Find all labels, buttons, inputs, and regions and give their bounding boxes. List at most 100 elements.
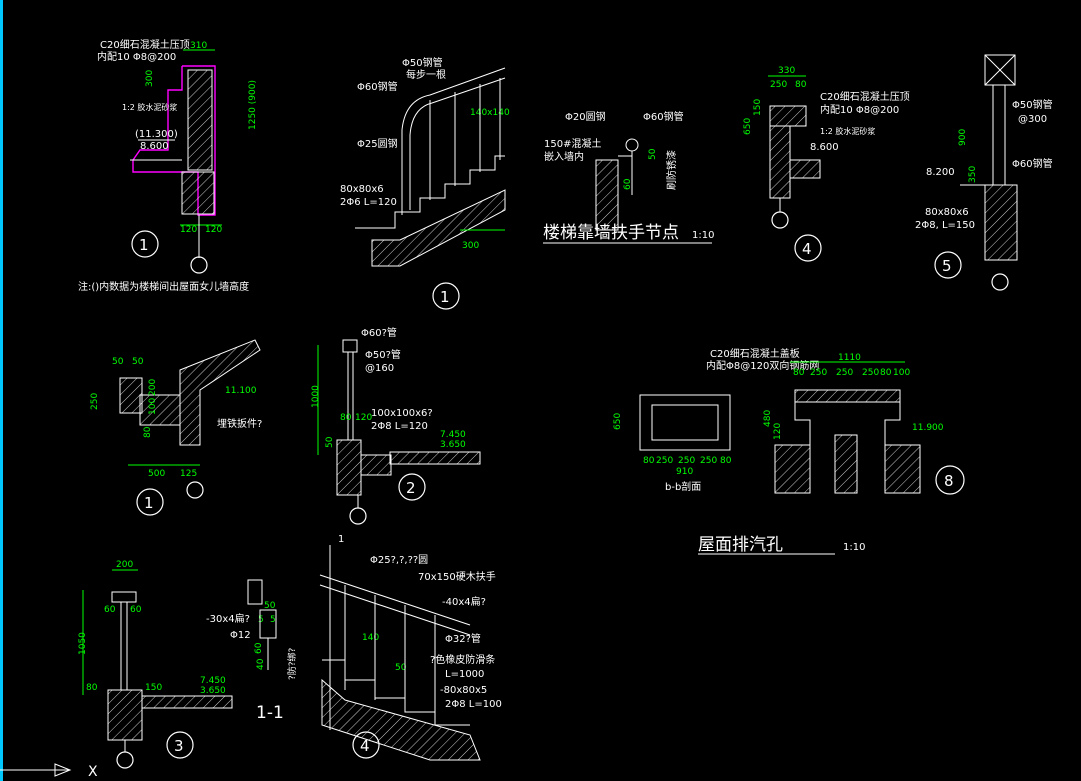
d5-spacing: @300	[1018, 114, 1047, 125]
d1-material: C20细石混凝土压顶	[100, 38, 190, 51]
d5-dim-v2: 350	[968, 166, 978, 183]
detail-parapet-coping: 310 C20细石混凝土压顶 内配10 Φ8@200 300 1250 (900…	[78, 38, 258, 293]
svg-text:250: 250	[700, 456, 717, 466]
svg-text:250: 250	[836, 368, 853, 378]
d6-number: 1	[144, 494, 154, 512]
svg-text:80: 80	[880, 368, 892, 378]
d6-number-bubble	[136, 488, 164, 516]
d4-dim-top: 330	[778, 66, 795, 76]
d1-rebar: 内配10 Φ8@200	[97, 50, 176, 63]
d4-dim-b: 80	[795, 80, 807, 90]
detail-roof-vent: C20细石混凝土盖板 内配Φ8@120双向钢筋网 1110 80 250 250…	[613, 347, 965, 555]
d8-number-bubble	[935, 465, 965, 495]
d6-50b: 50	[132, 357, 144, 367]
d9-150: 150	[145, 683, 162, 693]
detail-stair-4: 1 Φ25?,?,??圆 70x150硬木扶手 -40x4扁? Φ32?管 ?色…	[319, 534, 502, 761]
detail-railing-5: Φ50钢管 @300 Φ60钢管 900 350 8.200 80x80x6 2…	[915, 54, 1053, 291]
d11-axis-mark: 1	[338, 534, 344, 545]
d9-80: 80	[86, 683, 98, 693]
d2-number-bubble	[432, 282, 460, 310]
d7-number: 2	[406, 479, 416, 497]
d7-80: 80	[340, 413, 352, 423]
d10-flat: -30x4扁?	[206, 612, 250, 625]
d11-wood: 70x150硬木扶手	[418, 570, 496, 583]
d9-60a: 60	[104, 605, 116, 615]
detail-coping-4: 330 250 80 C20细石混凝土压顶 内配10 Φ8@200 1:2 胶水…	[743, 66, 910, 262]
svg-text:80: 80	[793, 368, 805, 378]
viewport-left-edge	[0, 0, 3, 781]
d2-plate: 80x80x6	[340, 184, 384, 195]
d3-title: 楼梯靠墙扶手节点	[543, 223, 679, 243]
d5-anchor: 2Φ8, L=150	[915, 220, 975, 231]
d8-top: C20细石混凝土盖板	[710, 347, 800, 360]
d7-120: 120	[355, 413, 372, 423]
d5-pipe1: Φ50钢管	[1012, 98, 1053, 111]
d11-paint: ?色橡皮防滑条	[430, 653, 495, 666]
d3-dim1: 50	[648, 148, 658, 160]
d7-plate: 100x100x6?	[371, 408, 433, 419]
d2-pipe2: Φ60钢管	[357, 80, 398, 93]
d4-dim-v1: 650	[743, 118, 753, 135]
d4-material: C20细石混凝土压顶	[820, 90, 910, 103]
d9-elev2: 3.650	[200, 686, 226, 696]
d8-910: 910	[676, 467, 693, 477]
d11-number-bubble	[352, 731, 380, 759]
svg-text:250: 250	[656, 456, 673, 466]
d2-number: 1	[440, 288, 450, 306]
d1-dim-top: 310	[190, 41, 207, 51]
d4-dim-a: 250	[770, 80, 787, 90]
detail-railing-2: Φ60?管 Φ50?管 @160 1000 100x100x6? 2Φ8 L=1…	[311, 326, 481, 525]
d6-500: 500	[148, 469, 165, 479]
d8-section: b-b剖面	[665, 480, 701, 493]
d5-pipe2: Φ60钢管	[1012, 157, 1053, 170]
d7-1000: 1000	[311, 385, 321, 408]
d10-5b: 5	[270, 615, 276, 625]
d8-480: 480	[763, 410, 773, 427]
d6-label: 埋铁扳件?	[217, 417, 262, 430]
d2-anchor: 2Φ6 L=120	[340, 197, 397, 208]
d1-dim-b2: 120	[205, 225, 222, 235]
d7-elev1: 7.450	[440, 430, 466, 440]
d8-120: 120	[773, 423, 783, 440]
d5-plate: 80x80x6	[925, 207, 969, 218]
d10-60: 60	[254, 642, 264, 654]
d4-number-bubble	[794, 234, 822, 262]
d2-every: 每步一根	[406, 68, 446, 81]
d1-elev2: 8.600	[140, 141, 169, 152]
d11-bar: Φ25?,?,??圆	[370, 554, 428, 566]
ucs-axis-icon: X	[0, 763, 98, 780]
d3-side: 刷防锈漆	[665, 150, 678, 190]
d11-flat: -40x4扁?	[442, 595, 486, 608]
detail-stair-handrail: Φ50钢管 每步一根 Φ60钢管 Φ25圆钢 80x80x6 2Φ6 L=120…	[340, 56, 510, 310]
d11-plate: -80x80x5	[440, 685, 487, 696]
d11-number: 4	[360, 737, 370, 755]
d6-80: 80	[143, 426, 153, 438]
svg-text:80: 80	[720, 456, 732, 466]
detail-wall-handrail-node: Φ20圆钢 Φ60钢管 150#混凝土 嵌入墙内 50 60 刷防锈漆 楼梯靠墙…	[543, 110, 714, 244]
d8-bottom-dims: 80 250 250 250 80	[643, 456, 732, 466]
d10-label: 1-1	[256, 703, 284, 723]
d10-12: Φ12	[230, 630, 251, 641]
d9-60b: 60	[130, 605, 142, 615]
d4-number: 4	[802, 240, 812, 258]
svg-text:80: 80	[643, 456, 655, 466]
d8-number: 8	[944, 472, 954, 490]
d8-650: 650	[613, 413, 623, 430]
d8-scale: 1:10	[843, 542, 865, 553]
d10-50: 50	[264, 601, 276, 611]
axis-x-label: X	[88, 764, 98, 780]
svg-text:250: 250	[862, 368, 879, 378]
d6-125: 125	[180, 469, 197, 479]
d5-number-bubble	[934, 251, 962, 279]
d7-50: 50	[325, 436, 335, 448]
d7-pipe2: Φ50?管	[365, 348, 401, 361]
detail-eave-1: 50 50 250 200 100 80 11.100 埋铁扳件? 500 12…	[90, 339, 262, 516]
d9-200: 200	[116, 560, 133, 570]
d1-elev1: (11.300)	[135, 129, 178, 140]
d5-dim-v1: 900	[958, 129, 968, 146]
d2-pipe1: Φ50钢管	[402, 56, 443, 69]
d6-50a: 50	[112, 357, 124, 367]
d6-elev: 11.100	[225, 386, 257, 396]
d4-rebar: 内配10 Φ8@200	[820, 103, 899, 116]
